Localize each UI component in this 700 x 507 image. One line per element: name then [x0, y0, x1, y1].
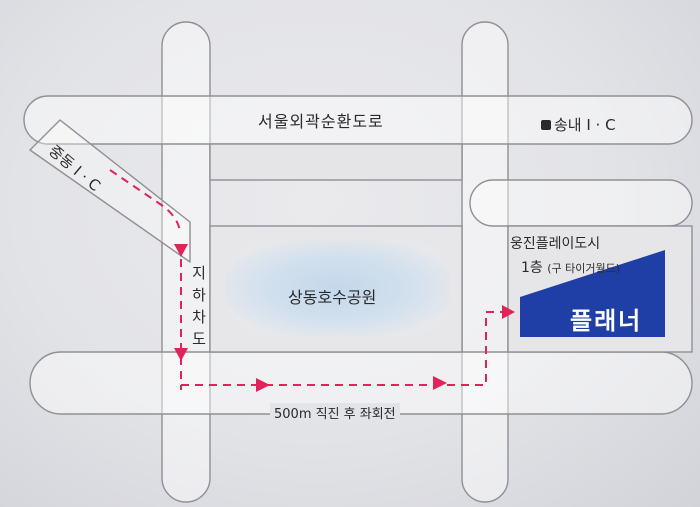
- route-ramp: [109, 169, 181, 233]
- arrow-down-2: [174, 348, 188, 361]
- square-bullet-icon: [541, 119, 551, 130]
- lake-park-label: 상동호수공원: [288, 288, 377, 307]
- lake: [226, 240, 450, 336]
- arrow-right-2: [433, 376, 447, 390]
- arrow-down-1: [174, 244, 188, 257]
- shop-name: 플래너: [570, 307, 643, 335]
- direction-note: 500m 직진 후 좌회전: [270, 403, 400, 422]
- building-floor: 1층 (구 타이거월드): [521, 257, 620, 277]
- road-label: 서울외곽순환도로: [258, 112, 384, 131]
- route: [109, 169, 502, 390]
- road-vertical-right: [461, 21, 509, 503]
- road-outlines: [23, 21, 693, 503]
- route-east: [181, 311, 502, 386]
- songnae-ic-label: 송내 I · C: [541, 114, 616, 135]
- building-name: 웅진플레이도시: [510, 236, 601, 252]
- songnae-ic-text: 송내 I · C: [554, 116, 616, 134]
- underpass-label: 지하차도: [192, 264, 206, 348]
- floor-text: 1층: [521, 260, 543, 276]
- route-arrows: [174, 244, 515, 392]
- shop-block: [520, 250, 665, 337]
- road-east-branch: [469, 179, 693, 227]
- block-top-middle: [209, 143, 463, 181]
- road-diagonal-ramp: [29, 119, 191, 263]
- arrow-right-3: [502, 305, 515, 319]
- floor-note: (구 타이거월드): [547, 262, 621, 275]
- arrow-right-1: [256, 378, 270, 392]
